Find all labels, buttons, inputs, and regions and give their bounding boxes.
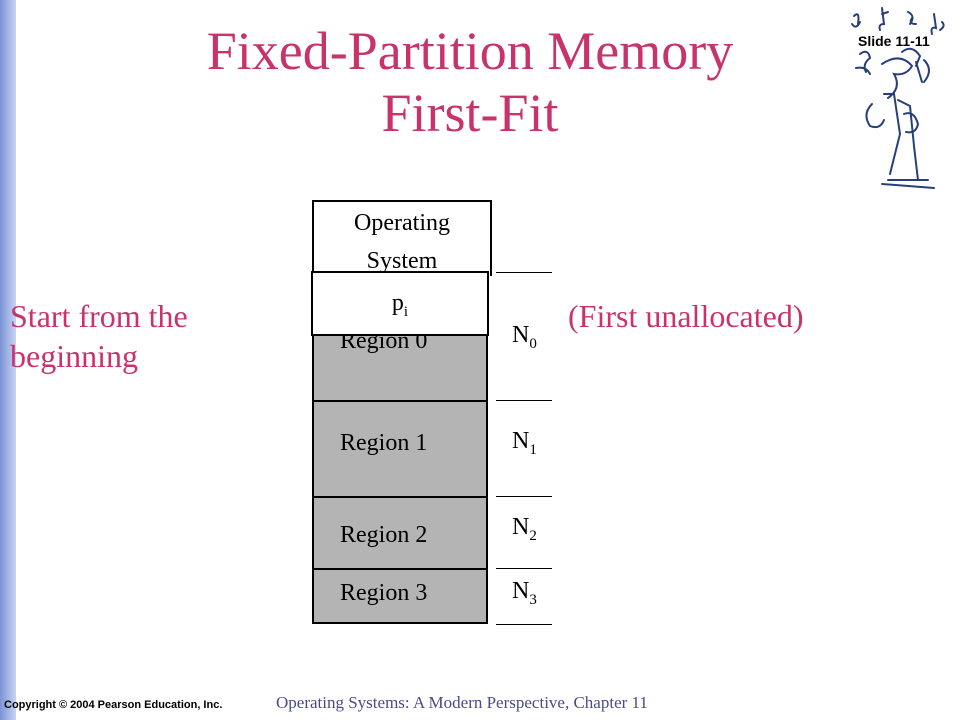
slide-side-bar bbox=[0, 0, 16, 720]
process-block: pi bbox=[311, 271, 489, 336]
partition-boundary-tick bbox=[496, 272, 552, 273]
partition-boundary-tick bbox=[496, 496, 552, 497]
copyright-notice: Copyright © 2004 Pearson Education, Inc. bbox=[4, 699, 223, 711]
region-label: Region 1 bbox=[340, 430, 428, 456]
region-3-block: Region 3 bbox=[312, 568, 488, 624]
slide-number: Slide 11-11 bbox=[858, 33, 930, 49]
partition-boundary-tick bbox=[496, 400, 552, 401]
process-label: p bbox=[391, 290, 404, 316]
slide-footer: Operating Systems: A Modern Perspective,… bbox=[276, 693, 648, 712]
os-label-line-1: Operating bbox=[354, 210, 450, 236]
os-label-line-2: System bbox=[366, 248, 438, 274]
size-label-sub: 2 bbox=[529, 527, 537, 544]
size-label-base: N bbox=[512, 578, 530, 604]
size-label-n0: N0 bbox=[512, 322, 537, 353]
size-label-sub: 0 bbox=[529, 335, 537, 352]
size-label-base: N bbox=[512, 428, 530, 454]
size-label-sub: 1 bbox=[529, 441, 537, 458]
musician-clipart-icon bbox=[851, 7, 945, 189]
size-label-base: N bbox=[512, 322, 530, 348]
operating-system-block: Operating System bbox=[312, 200, 492, 276]
region-2-block: Region 2 bbox=[312, 496, 488, 570]
annotation-start-from-beginning: Start from the beginning bbox=[10, 296, 270, 376]
process-subscript: i bbox=[403, 303, 409, 320]
partition-boundary-tick bbox=[496, 624, 552, 625]
size-label-n1: N1 bbox=[512, 428, 537, 459]
size-label-base: N bbox=[512, 514, 530, 540]
region-label: Region 2 bbox=[340, 522, 428, 548]
size-label-n2: N2 bbox=[512, 514, 537, 545]
title-line-2: First-Fit bbox=[381, 83, 559, 143]
partition-boundary-tick bbox=[496, 568, 552, 569]
annotation-first-unallocated: (First unallocated) bbox=[568, 298, 804, 334]
region-1-block: Region 1 bbox=[312, 400, 488, 498]
region-label: Region 3 bbox=[340, 580, 428, 606]
size-label-sub: 3 bbox=[529, 591, 537, 608]
annotation-line-2: beginning bbox=[10, 338, 138, 374]
slide-title: Fixed-Partition Memory First-Fit bbox=[120, 20, 820, 144]
size-label-n3: N3 bbox=[512, 578, 537, 609]
annotation-line-1: Start from the bbox=[10, 298, 188, 334]
title-line-1: Fixed-Partition Memory bbox=[206, 21, 734, 81]
